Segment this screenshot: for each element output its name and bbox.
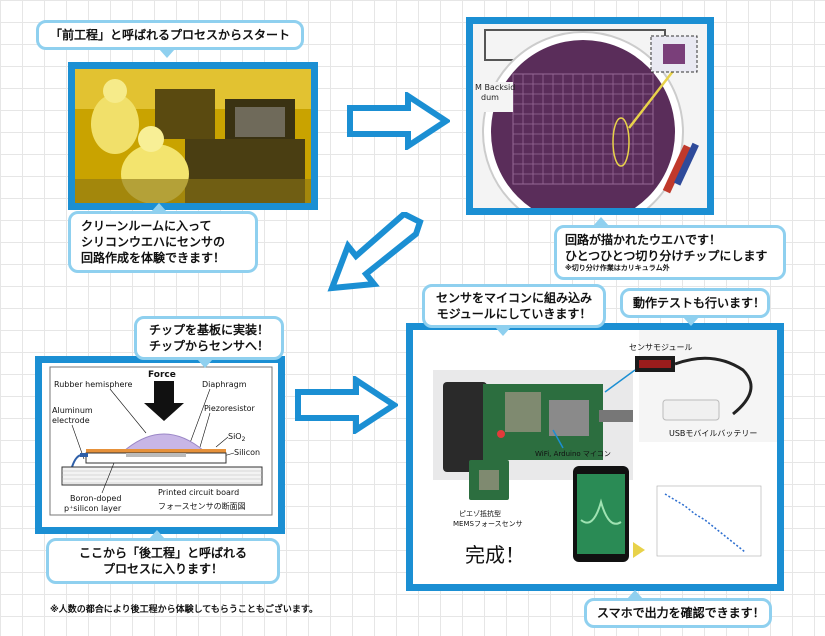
bubble-module-line1: センサをマイコンに組み込み bbox=[435, 291, 592, 305]
bubble-cleanroom-line1: クリーンルームに入って bbox=[81, 219, 212, 233]
bubble-wafer-note: ※切り分け作業はカリキュラム外 bbox=[565, 264, 670, 272]
bubble-back-process: ここから「後工程」と呼ばれる プロセスに入ります！ bbox=[46, 530, 280, 584]
bubble-cleanroom: クリーンルームに入って シリコンウエハにセンサの 回路作成を体験できます！ bbox=[68, 203, 258, 273]
piezoresistor-label: Piezoresistor bbox=[204, 404, 256, 413]
wafer-photo: M Backsid dum bbox=[473, 24, 707, 208]
bubble-wafer-line2: ひとつひとつ切り分けチップにします bbox=[565, 249, 768, 263]
bubble-tail bbox=[151, 203, 167, 212]
bubble-chip-line1: チップを基板に実装！ bbox=[148, 323, 269, 337]
bubble-tail bbox=[627, 590, 643, 599]
wafer-die-grid bbox=[512, 73, 654, 185]
bubble-start-text: 「前工程」と呼ばれるプロセスからスタート bbox=[49, 28, 290, 42]
bubble-cleanroom-line3: 回路作成を体験できます！ bbox=[81, 251, 226, 265]
bubble-test-text: 動作テストも行います！ bbox=[633, 296, 766, 310]
bubble-cleanroom-line2: シリコンウエハにセンサの bbox=[81, 235, 226, 249]
bubble-tail bbox=[149, 530, 165, 539]
silicon-label: Silicon bbox=[234, 448, 260, 457]
wifi-label: WiFi, Arduino マイコン bbox=[535, 450, 611, 458]
cleanroom-photo bbox=[75, 69, 311, 203]
bubble-tail bbox=[495, 327, 511, 336]
footnote: ※人数の都合により後工程から体験してもらうこともございます。 bbox=[50, 605, 318, 615]
wafer-label-line2: dum bbox=[481, 93, 499, 102]
rubber-label: Rubber hemisphere bbox=[54, 380, 133, 389]
cross-section-diagram: Force Rubber hemisphere Diaphragm Alumin… bbox=[42, 363, 278, 527]
cleanroom-photo-frame bbox=[68, 62, 318, 210]
bubble-chip-line2: チップからセンサへ！ bbox=[148, 339, 269, 353]
bubble-tail bbox=[159, 49, 175, 58]
force-label: Force bbox=[148, 370, 176, 380]
bubble-start: 「前工程」と呼ばれるプロセスからスタート bbox=[36, 20, 304, 58]
module-photo-frame: WiFi, Arduino マイコン センサモジュール USBモバイルバッテリー… bbox=[406, 323, 784, 591]
bubble-wafer-line1: 回路が描かれたウエハです！ bbox=[565, 233, 722, 247]
arrow-right-bottom bbox=[295, 376, 398, 434]
mems-label-line1: ピエゾ抵抗型 bbox=[459, 509, 501, 518]
bubble-wafer: 回路が描かれたウエハです！ ひとつひとつ切り分けチップにします ※切り分け作業は… bbox=[554, 217, 786, 280]
bubble-tail bbox=[197, 359, 213, 368]
sensor-module-label: センサモジュール bbox=[629, 343, 692, 352]
bubble-test: 動作テストも行います！ bbox=[620, 288, 770, 326]
usb-battery-label: USBモバイルバッテリー bbox=[669, 429, 757, 438]
pcb-label: Printed circuit board bbox=[158, 488, 239, 497]
diagram-caption: フォースセンサの断面図 bbox=[158, 501, 246, 511]
bubble-module-line2: モジュールにしていきます！ bbox=[436, 307, 592, 321]
aluminum-label-line2: electrode bbox=[52, 416, 90, 425]
bubble-back-line2: プロセスに入ります！ bbox=[102, 562, 223, 576]
bubble-tail bbox=[593, 217, 609, 226]
arrow-right-top bbox=[347, 92, 450, 150]
sio2-label: SiO2 bbox=[228, 432, 246, 443]
boron-label-line1: Boron-doped bbox=[70, 494, 121, 503]
boron-label-line2: p⁺silicon layer bbox=[64, 504, 122, 513]
bubble-phone-text: スマホで出力を確認できます！ bbox=[597, 606, 765, 620]
wafer-label-line1: M Backsid bbox=[475, 83, 515, 92]
diaphragm-label: Diaphragm bbox=[202, 380, 247, 389]
aluminum-label-line1: Aluminum bbox=[52, 406, 93, 415]
cross-section-frame: Force Rubber hemisphere Diaphragm Alumin… bbox=[35, 356, 285, 534]
complete-label: 完成！ bbox=[465, 543, 525, 567]
wafer-photo-frame: M Backsid dum bbox=[466, 17, 714, 215]
bubble-tail bbox=[683, 317, 699, 326]
mems-label-line2: MEMSフォースセンサ bbox=[453, 520, 523, 528]
arrow-down-left bbox=[327, 212, 424, 292]
bubble-phone: スマホで出力を確認できます！ bbox=[584, 590, 772, 628]
bubble-chip: チップを基板に実装！ チップからセンサへ！ bbox=[134, 316, 284, 368]
module-photo: WiFi, Arduino マイコン センサモジュール USBモバイルバッテリー… bbox=[413, 330, 777, 584]
bubble-module: センサをマイコンに組み込み モジュールにしていきます！ bbox=[422, 284, 606, 336]
bubble-back-line1: ここから「後工程」と呼ばれる bbox=[78, 546, 247, 560]
